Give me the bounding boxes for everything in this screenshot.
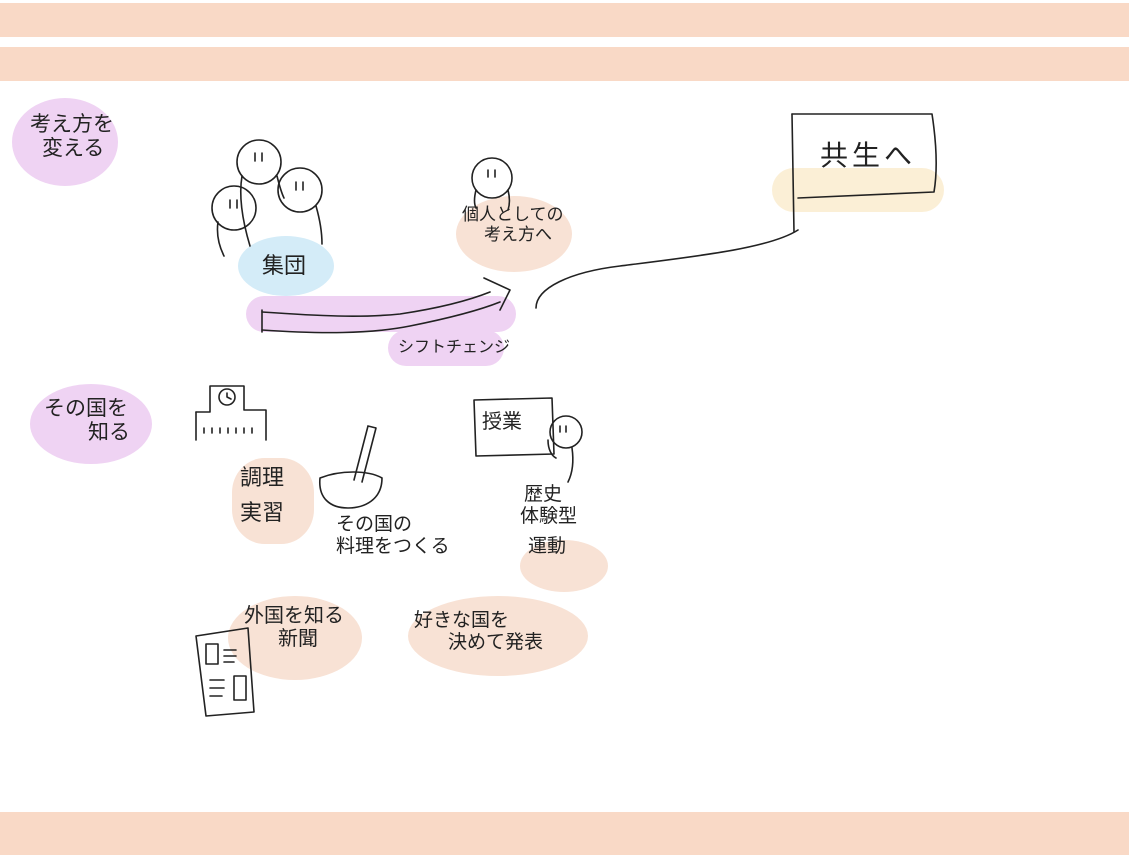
goal-label: 共生へ [820, 139, 917, 172]
history-line2: 体験型 [520, 504, 578, 527]
lesson-board-label: 授業 [482, 409, 522, 433]
favorite-country-label: 好きな国を 決めて発表 [414, 609, 544, 654]
cooking-line1: 調理 [240, 466, 285, 491]
favorite-line1: 好きな国を [414, 609, 510, 631]
shift-arrow-icon [261, 277, 511, 334]
newspaper-line2: 新聞 [278, 626, 318, 650]
newspaper-label: 外国を知る 新聞 [244, 604, 344, 650]
footer-band [0, 812, 1129, 855]
change-thinking-label: 考え方を 変える [30, 112, 114, 160]
favorite-line2: 決めて発表 [448, 630, 544, 653]
school-building-icon [195, 385, 267, 441]
shift-change-label: シフトチェンジ [398, 337, 511, 356]
blue-highlight-group [238, 236, 334, 296]
cooking-practice-label: 調理 実習 [240, 466, 284, 527]
peach-highlight-individual [456, 196, 572, 272]
country-food-label: その国の 料理をつくる [336, 513, 450, 558]
yellow-highlight-goal [772, 168, 944, 212]
history-line1: 歴史 [524, 483, 563, 505]
peach-highlight-favorite [408, 596, 588, 676]
teacher-person-icon [547, 415, 583, 483]
group-people-icon [211, 139, 323, 257]
group-label: 集団 [262, 254, 307, 279]
newspaper-icon [195, 627, 255, 717]
country-food-line1: その国の [336, 513, 413, 535]
purple-highlight-know-country [30, 384, 152, 464]
individual-person-icon [471, 157, 513, 211]
history-label: 歴史 体験型 運動 [520, 483, 578, 558]
header-band-second [0, 47, 1129, 81]
peach-highlight-cooking [232, 458, 314, 544]
history-line3: 運動 [528, 534, 567, 557]
change-thinking-line1: 考え方を [30, 112, 114, 136]
know-country-line1: その国を [44, 396, 128, 420]
know-country-label: その国を 知る [44, 396, 130, 444]
change-thinking-line2: 変える [42, 136, 105, 161]
purple-highlight-shift-label [388, 330, 504, 366]
purple-highlight-change-thinking [12, 98, 118, 186]
individual-label: 個人としての 考え方へ [462, 205, 564, 245]
lesson-board-icon [473, 397, 555, 457]
header-band-top [0, 3, 1129, 37]
peach-highlight-history [520, 540, 608, 592]
connector-line [535, 229, 799, 309]
individual-label-line1: 個人としての [462, 205, 564, 225]
goal-signboard-icon [791, 113, 937, 233]
newspaper-line1: 外国を知る [244, 603, 344, 627]
cooking-bowl-icon [319, 425, 383, 509]
individual-label-line2: 考え方へ [484, 224, 552, 245]
cooking-line2: 実習 [240, 501, 285, 527]
know-country-line2: 知る [88, 420, 130, 445]
country-food-line2: 料理をつくる [336, 534, 450, 557]
